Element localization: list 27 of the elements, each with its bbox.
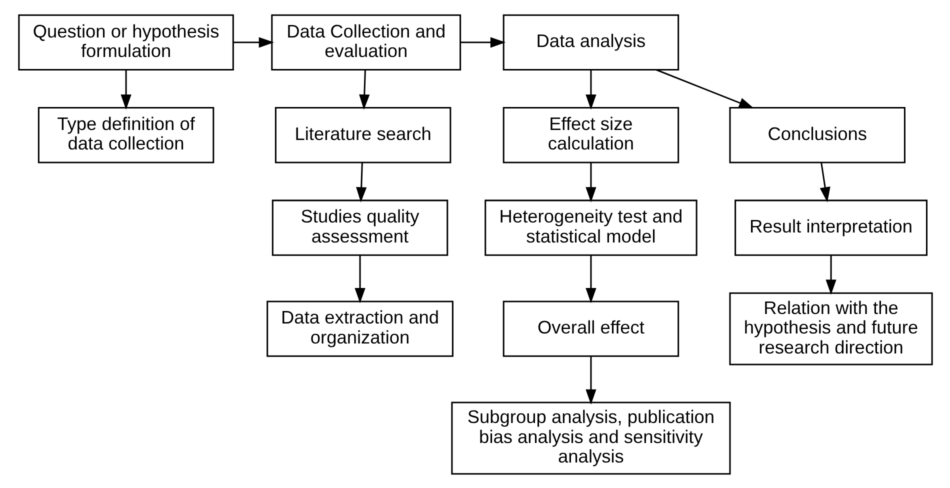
arrow	[120, 69, 131, 110]
node-box: Effect size calculation	[502, 106, 679, 163]
node-box: Relation with the hypothesis and future research direction	[728, 292, 932, 365]
node-box: Result interpretation	[734, 199, 927, 256]
arrow	[354, 255, 365, 303]
arrow	[232, 36, 274, 48]
arrow	[585, 356, 596, 404]
arrow	[358, 69, 370, 110]
node-box: Data extraction and organization	[266, 300, 453, 356]
arrow	[585, 255, 596, 303]
arrow	[356, 162, 366, 202]
node-box: Question or hypothesis formulation	[18, 14, 234, 70]
arrow	[585, 69, 596, 110]
node-box: Overall effect	[502, 300, 679, 356]
node-box: Heterogeneity test and statistical model	[484, 199, 697, 256]
node-box: Literature search	[274, 106, 451, 163]
node-box: Studies quality assessment	[271, 199, 448, 256]
arrow	[585, 162, 596, 202]
arrow	[656, 68, 754, 108]
arrow	[825, 255, 836, 294]
node-box: Conclusions	[728, 106, 905, 163]
node-box: Data Collection and evaluation	[270, 14, 461, 70]
node-box: Subgroup analysis, publication bias analysis and sensitivity analysis	[450, 401, 730, 474]
arrow	[819, 162, 830, 202]
node-box: Type definition of data collection	[37, 106, 214, 163]
arrow	[460, 36, 506, 48]
node-box: Data analysis	[502, 14, 679, 70]
